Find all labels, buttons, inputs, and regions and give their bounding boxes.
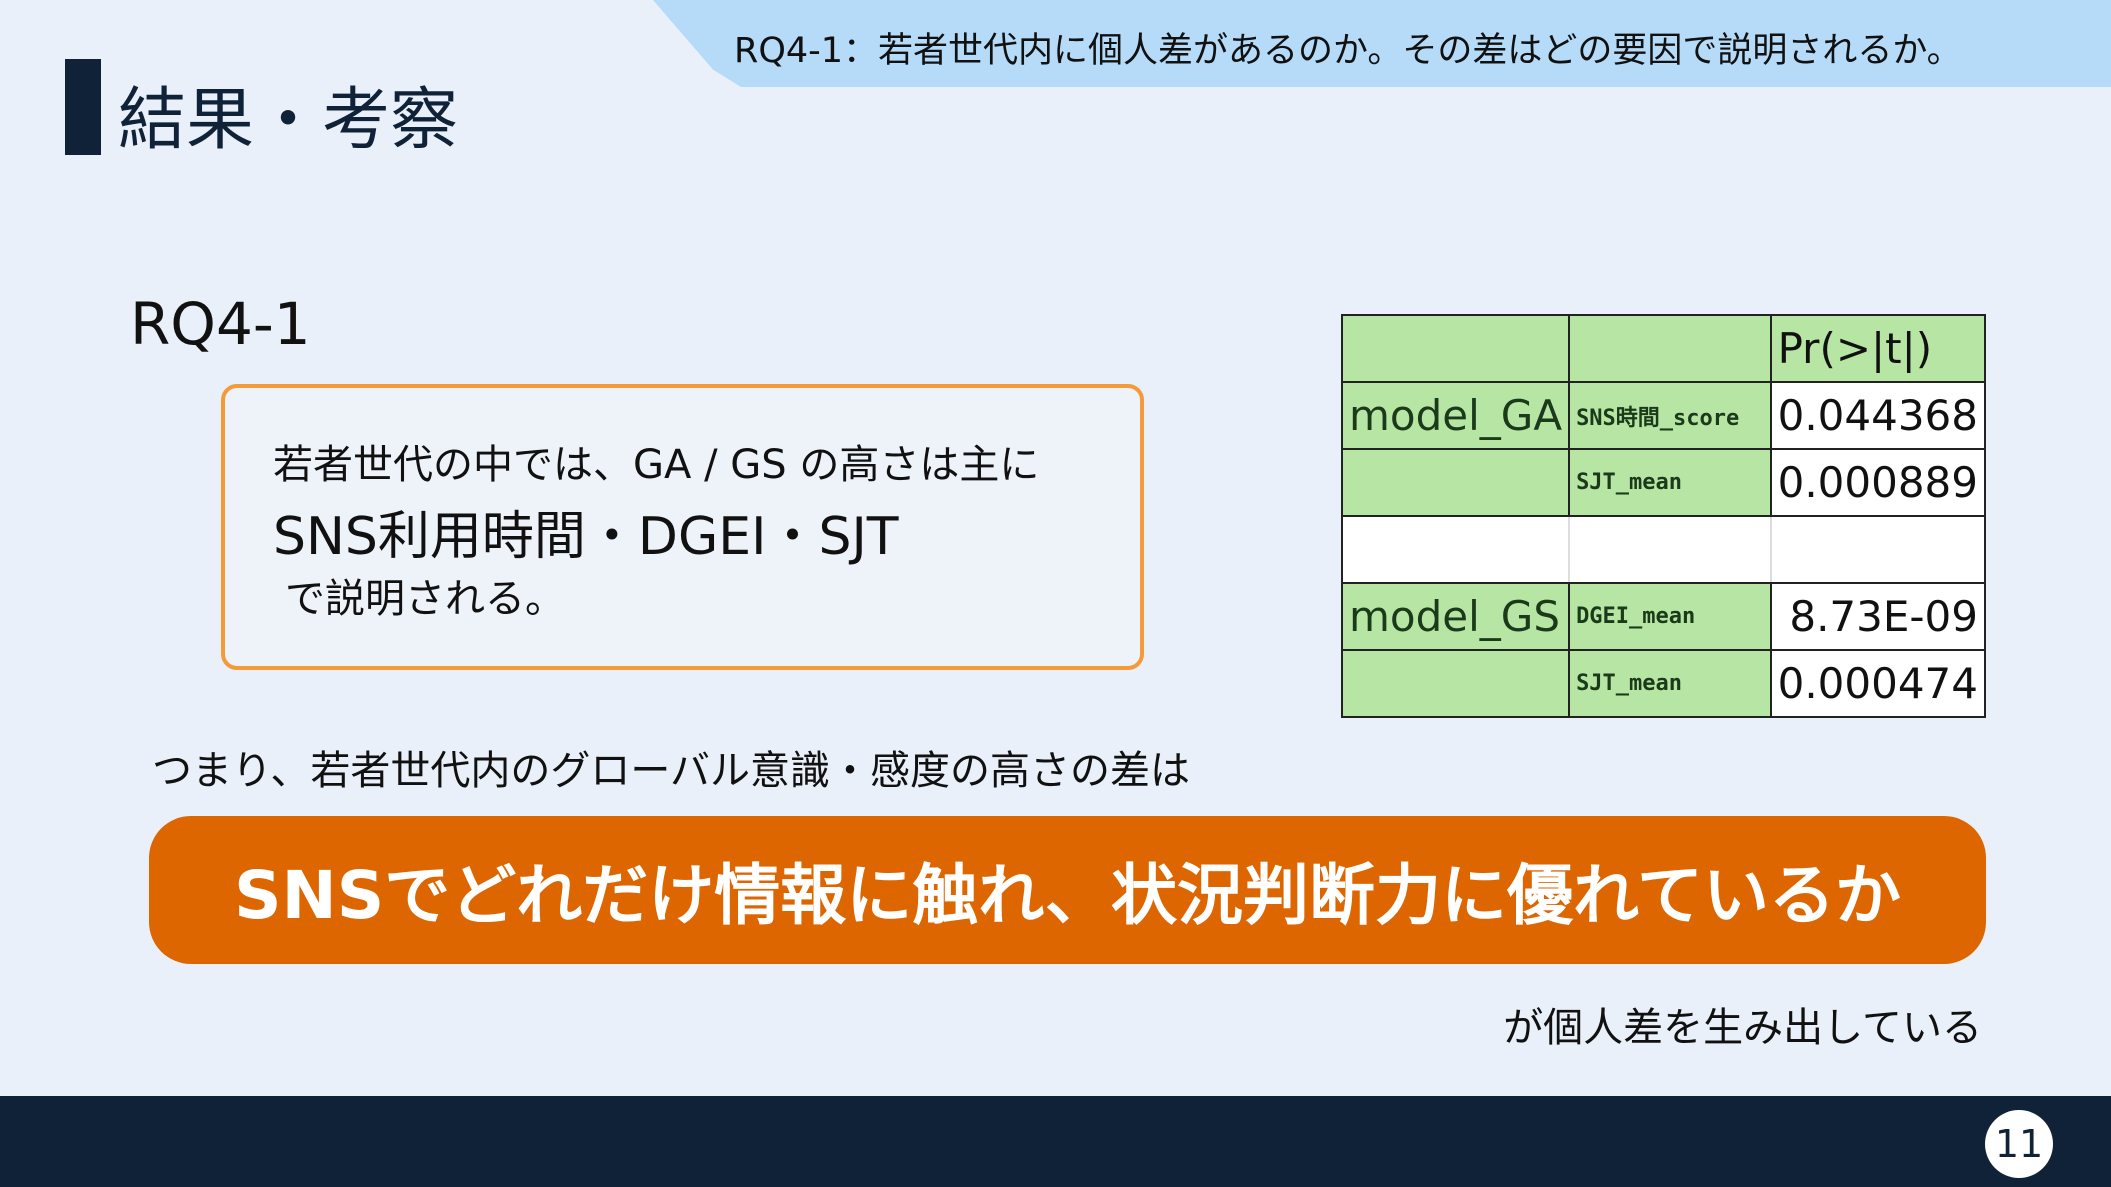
summary-line-2: SNS利用時間・DGEI・SJT [273, 507, 899, 567]
model-cell [1340, 515, 1571, 584]
table-row: SJT_mean 0.000889 [1340, 448, 1987, 517]
lead-in-text: つまり、若者世代内のグローバル意識・感度の高さの差は [152, 748, 1190, 794]
variable-cell: DGEI_mean [1568, 582, 1772, 651]
variable-cell: SJT_mean [1568, 448, 1772, 517]
footer-bar [0, 1096, 2111, 1187]
table-header-cell [1340, 314, 1571, 383]
model-cell: model_GS [1340, 582, 1571, 651]
p-value-cell: 8.73E-09 [1769, 582, 1987, 651]
table-header-cell [1568, 314, 1772, 383]
table-row: model_GA SNS時間_score 0.044368 [1340, 381, 1987, 450]
p-value-cell: 0.000889 [1769, 448, 1987, 517]
table-row-blank [1340, 515, 1987, 584]
table-row: SJT_mean 0.000474 [1340, 649, 1987, 718]
rq-label: RQ4-1 [130, 290, 311, 358]
variable-cell: SNS時間_score [1568, 381, 1772, 450]
variable-cell [1568, 515, 1772, 584]
summary-line-1: 若者世代の中では、GA / GS の高さは主に [273, 442, 1040, 488]
title-accent-bar [65, 59, 101, 155]
highlight-banner: SNSでどれだけ情報に触れ、状況判断力に優れているか [149, 816, 1986, 964]
regression-table: Pr(>|t|) model_GA SNS時間_score 0.044368 S… [1340, 314, 1987, 718]
variable-cell: SJT_mean [1568, 649, 1772, 718]
summary-box: 若者世代の中では、GA / GS の高さは主に SNS利用時間・DGEI・SJT… [221, 384, 1144, 670]
p-value-cell: 0.044368 [1769, 381, 1987, 450]
header-banner [653, 0, 2111, 87]
model-cell: model_GA [1340, 381, 1571, 450]
p-value-cell: 0.000474 [1769, 649, 1987, 718]
table-header-row: Pr(>|t|) [1340, 314, 1987, 383]
highlight-text: SNSでどれだけ情報に触れ、状況判断力に優れているか [234, 857, 1901, 934]
model-cell [1340, 448, 1571, 517]
p-value-cell [1769, 515, 1987, 584]
research-question-banner: RQ4-1：若者世代内に個人差があるのか。その差はどの要因で説明されるか。 [734, 31, 1962, 71]
page-number: 11 [1985, 1110, 2053, 1178]
summary-line-3: で説明される。 [285, 576, 565, 622]
page-title: 結果・考察 [118, 81, 459, 160]
conclusion-text: が個人差を生み出している [1503, 1005, 1982, 1051]
model-cell [1340, 649, 1571, 718]
table-header-cell: Pr(>|t|) [1769, 314, 1987, 383]
table-row: model_GS DGEI_mean 8.73E-09 [1340, 582, 1987, 651]
